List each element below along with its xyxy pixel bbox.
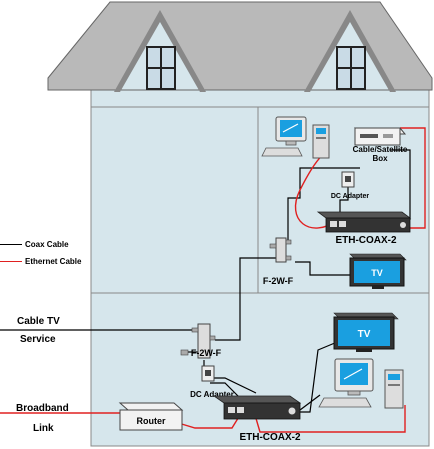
eth-coax-upper-icon [316, 211, 412, 233]
coax-line-swatch [0, 244, 22, 245]
eth-coax-upper-label: ETH-COAX-2 [335, 235, 397, 246]
router-icon [118, 402, 184, 431]
cable-tv-label: Cable TV [17, 316, 60, 327]
window-left-icon [146, 46, 176, 90]
broadband-label: Broadband [16, 403, 69, 414]
window-right-icon [336, 46, 366, 90]
dc-adapter-lower-label: DC Adapter [190, 390, 234, 399]
eth-coax-lower-label: ETH-COAX-2 [239, 432, 301, 443]
computer-upper-icon [261, 116, 330, 159]
cable-box-icon [353, 127, 407, 146]
legend-coax-label: Coax Cable [25, 240, 69, 249]
service-label: Service [20, 334, 56, 345]
adapter-upper-icon [341, 171, 355, 188]
tv-lower-label: TV [358, 329, 371, 340]
legend-ethernet: Ethernet Cable [0, 257, 81, 266]
tv-upper-label: TV [371, 268, 383, 278]
legend-coax: Coax Cable [0, 240, 69, 249]
computer-lower-icon [318, 358, 404, 409]
coax-cables [0, 149, 411, 413]
f2w-upper-label: F-2W-F [263, 276, 294, 286]
dormer-right-trim [304, 10, 396, 92]
dormer-left-trim [114, 10, 206, 92]
ethernet-line-swatch [0, 261, 22, 262]
splitter-lower-icon [180, 323, 216, 359]
tv-upper-icon [349, 253, 407, 289]
f2w-lower-label: F-2W-F [191, 348, 222, 358]
splitter-upper-icon [269, 237, 292, 263]
eth-coax-lower-icon [212, 395, 302, 420]
dc-adapter-upper-label: DC Adapter [331, 193, 370, 200]
link-label: Link [33, 423, 54, 434]
tv-lower-icon [333, 312, 399, 352]
router-label: Router [137, 416, 166, 426]
cable-box-label-2: Box [372, 154, 388, 163]
adapter-lower-icon [201, 365, 215, 382]
legend-ethernet-label: Ethernet Cable [25, 257, 82, 266]
cable-box-label: Cable/Satellite [353, 145, 408, 154]
